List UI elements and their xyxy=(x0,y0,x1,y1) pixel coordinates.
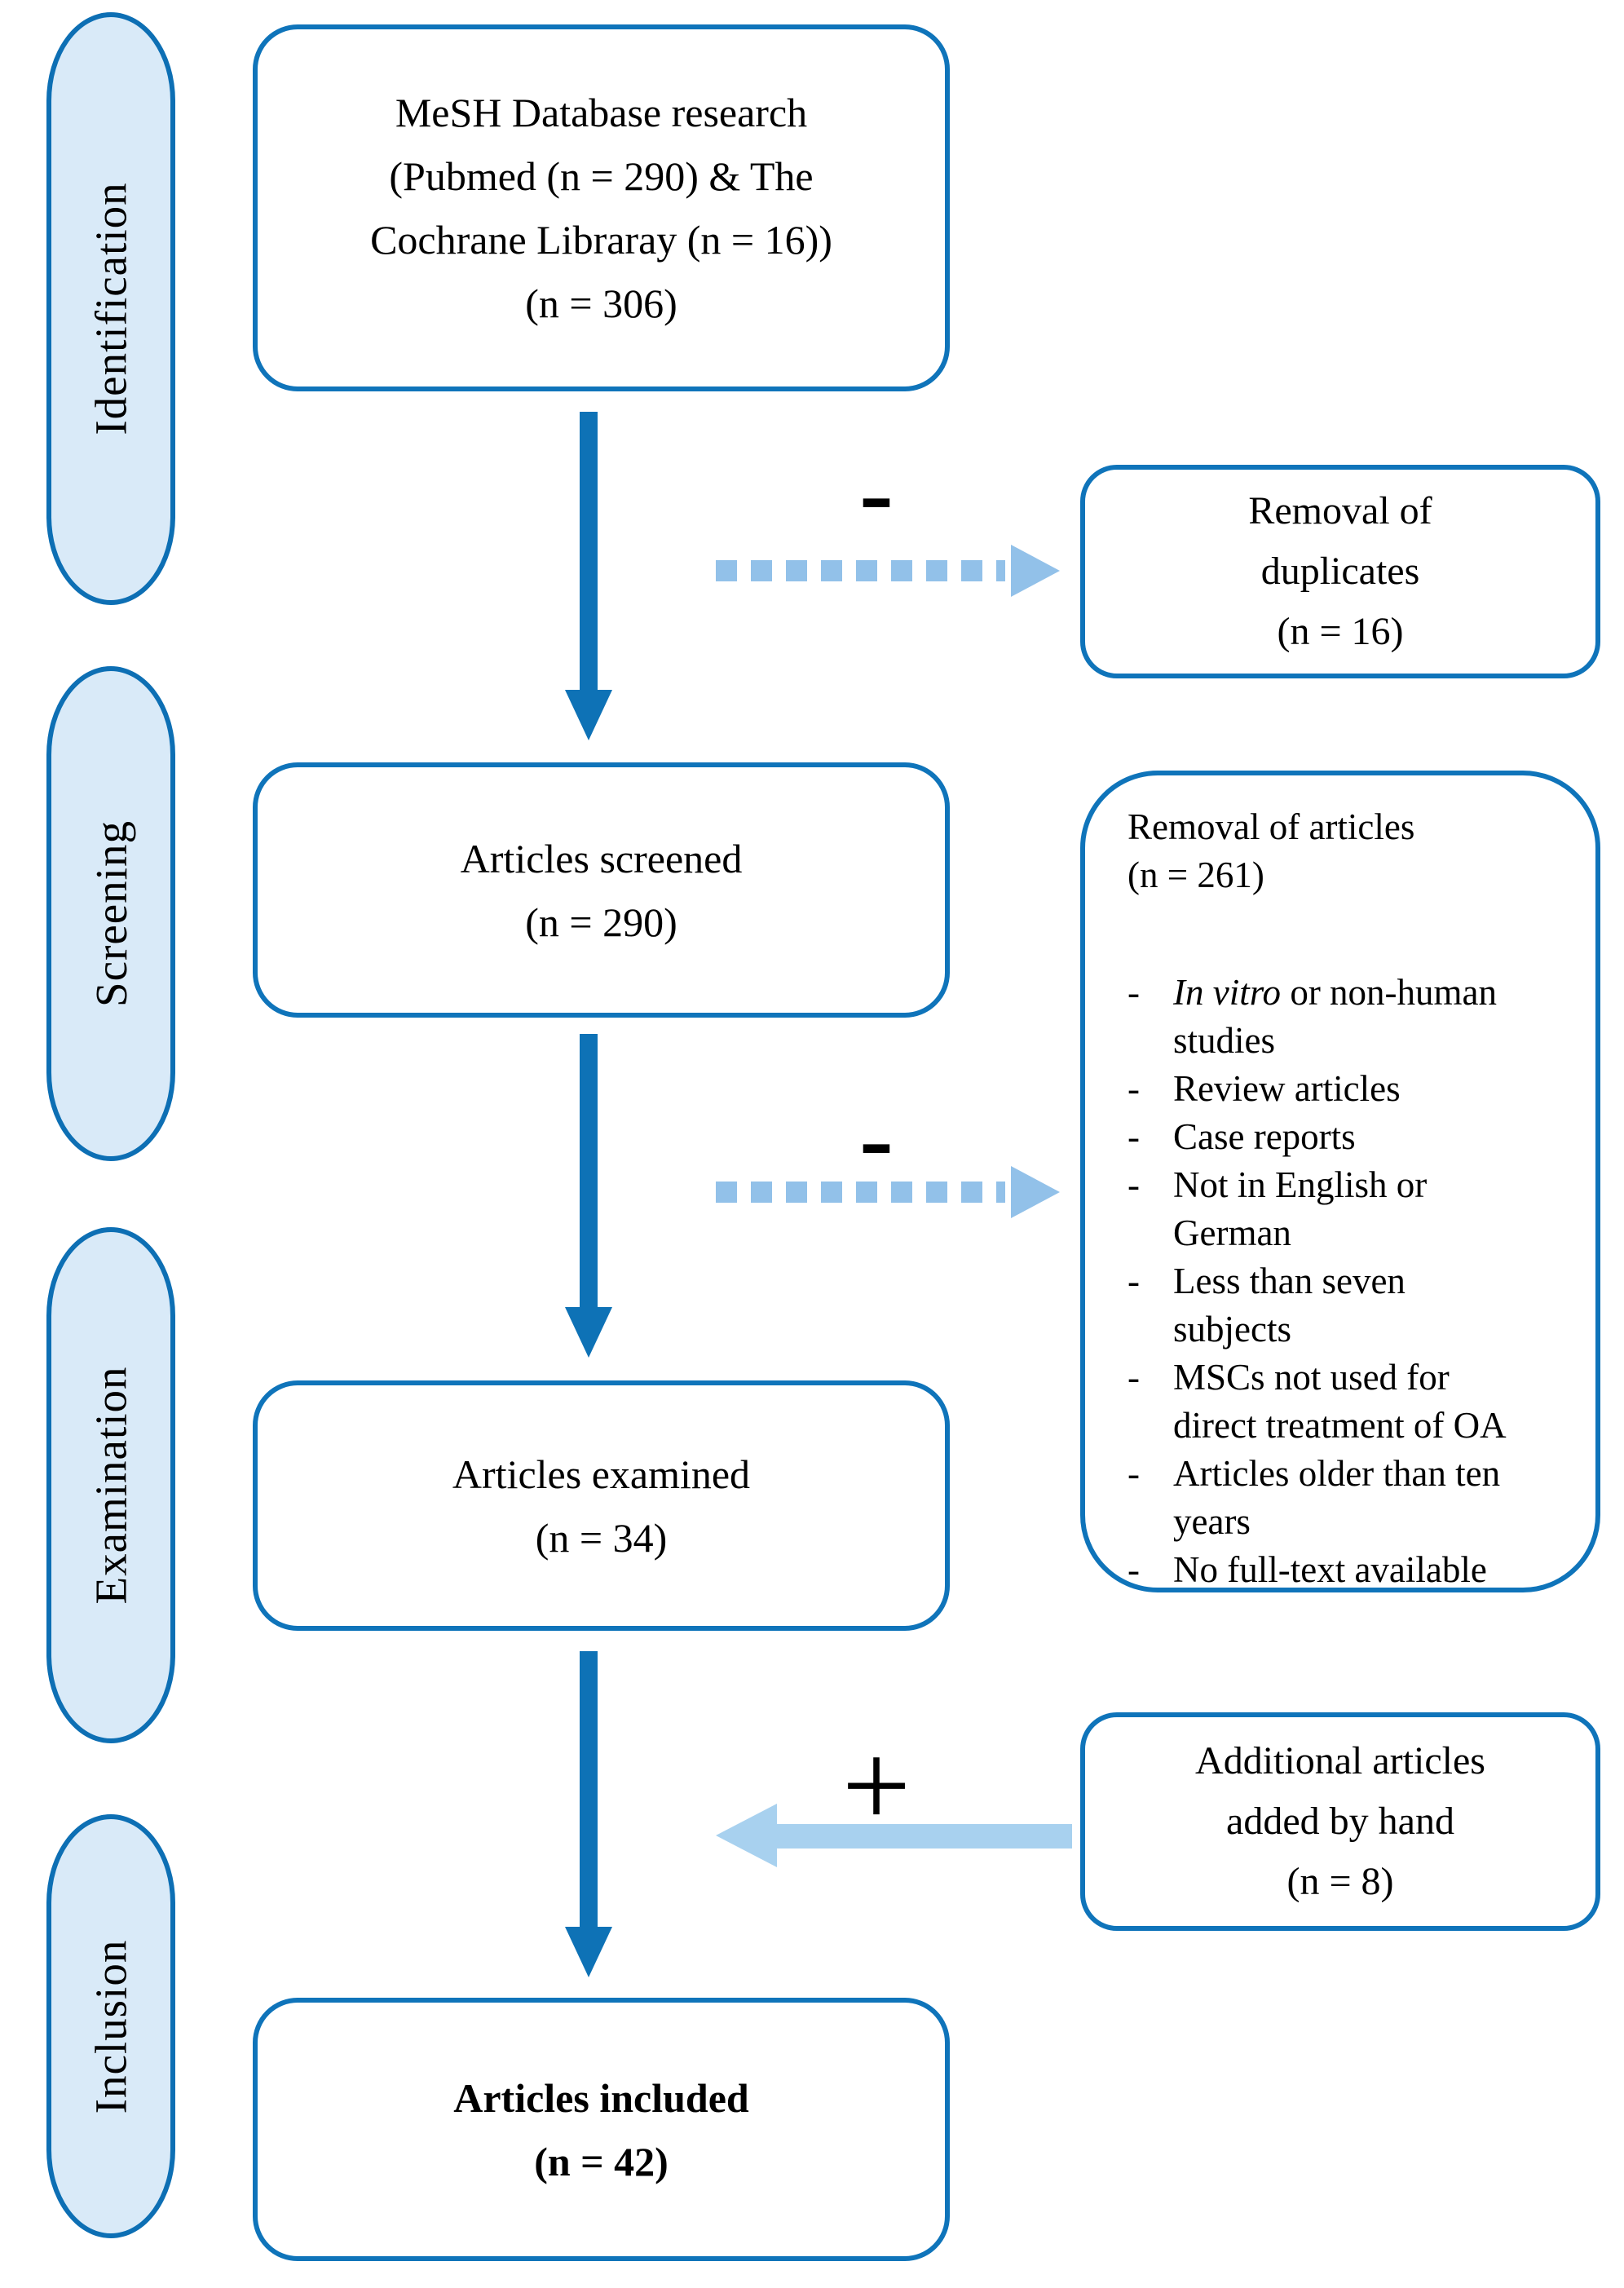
stage-screening: Screening xyxy=(46,666,175,1161)
arrow-head xyxy=(1011,545,1060,597)
removal-item-text: No full-text available xyxy=(1173,1549,1487,1590)
minus-sign-1: - xyxy=(859,437,894,550)
box-removal-articles: Removal of articles (n = 261) - In vitro… xyxy=(1080,771,1600,1592)
removal-item-bullet: - xyxy=(1128,1261,1140,1301)
removal-item: - In vitro or non-human studies xyxy=(1128,969,1573,1065)
left-arrow-icon xyxy=(716,1804,1072,1867)
arrow-shaft xyxy=(773,1824,1072,1849)
box-articles-screened: Articles screened (n = 290) xyxy=(253,762,950,1018)
removal-item-bullet: - xyxy=(1128,1116,1140,1157)
box-mesh-search: MeSH Database research (Pubmed (n = 290)… xyxy=(253,24,950,391)
removal-item-text: or non-human studies xyxy=(1173,972,1498,1061)
removal-articles-list: - In vitro or non-human studies - Review… xyxy=(1128,969,1573,1594)
removal-item: - Articles older than ten years xyxy=(1128,1450,1573,1546)
arrow-shaft xyxy=(580,1034,598,1311)
removal-item-text: MSCs not used for direct treatment of OA xyxy=(1173,1357,1507,1446)
down-arrow-icon-3 xyxy=(565,1651,612,1977)
stage-examination: Examination xyxy=(46,1227,175,1743)
removal-item: - MSCs not used for direct treatment of … xyxy=(1128,1354,1573,1450)
stage-label: Screening xyxy=(86,820,136,1007)
removal-item: - Review articles xyxy=(1128,1065,1573,1113)
plus-sign: + xyxy=(841,1718,911,1853)
arrow-head xyxy=(716,1804,777,1867)
arrow-dashes xyxy=(716,560,1005,581)
removal-item-text: Articles older than ten years xyxy=(1173,1453,1501,1542)
arrow-head xyxy=(565,690,612,740)
removal-item-bullet: - xyxy=(1128,1549,1140,1590)
stage-label: Identification xyxy=(86,182,136,435)
arrow-head xyxy=(565,1307,612,1358)
box-additional-articles: Additional articles added by hand (n = 8… xyxy=(1080,1712,1600,1931)
removal-item: - No full-text available xyxy=(1128,1546,1573,1594)
dashed-right-arrow-icon-2 xyxy=(716,1166,1060,1218)
dashed-right-arrow-icon-1 xyxy=(716,545,1060,597)
removal-item: - Less than seven subjects xyxy=(1128,1257,1573,1354)
removal-articles-header: Removal of articles (n = 261) xyxy=(1128,806,1415,895)
removal-item: - Case reports xyxy=(1128,1113,1573,1161)
removal-item-bullet: - xyxy=(1128,972,1140,1013)
removal-item-text: Not in English or German xyxy=(1173,1164,1428,1253)
box-removal-duplicates: Removal of duplicates (n = 16) xyxy=(1080,465,1600,678)
arrow-shaft xyxy=(580,1651,598,1930)
stage-identification: Identification xyxy=(46,12,175,605)
arrow-shaft xyxy=(580,412,598,693)
removal-item-bullet: - xyxy=(1128,1453,1140,1494)
arrow-dashes xyxy=(716,1182,1005,1203)
stage-label: Examination xyxy=(86,1366,136,1605)
down-arrow-icon-2 xyxy=(565,1034,612,1358)
removal-item-text: Less than seven subjects xyxy=(1173,1261,1406,1349)
removal-item-text: Case reports xyxy=(1173,1116,1356,1157)
stage-label: Inclusion xyxy=(86,1939,136,2114)
removal-item-text: Review articles xyxy=(1173,1068,1401,1109)
removal-item-emphasis: In vitro xyxy=(1173,972,1282,1013)
removal-item-bullet: - xyxy=(1128,1357,1140,1398)
removal-item-bullet: - xyxy=(1128,1164,1140,1205)
box-articles-examined: Articles examined (n = 34) xyxy=(253,1380,950,1631)
removal-item: - Not in English or German xyxy=(1128,1161,1573,1257)
box-articles-included: Articles included (n = 42) xyxy=(253,1998,950,2261)
stage-inclusion: Inclusion xyxy=(46,1814,175,2238)
down-arrow-icon-1 xyxy=(565,412,612,740)
removal-item-bullet: - xyxy=(1128,1068,1140,1109)
minus-sign-2: - xyxy=(859,1083,894,1195)
arrow-head xyxy=(565,1927,612,1977)
arrow-head xyxy=(1011,1166,1060,1218)
